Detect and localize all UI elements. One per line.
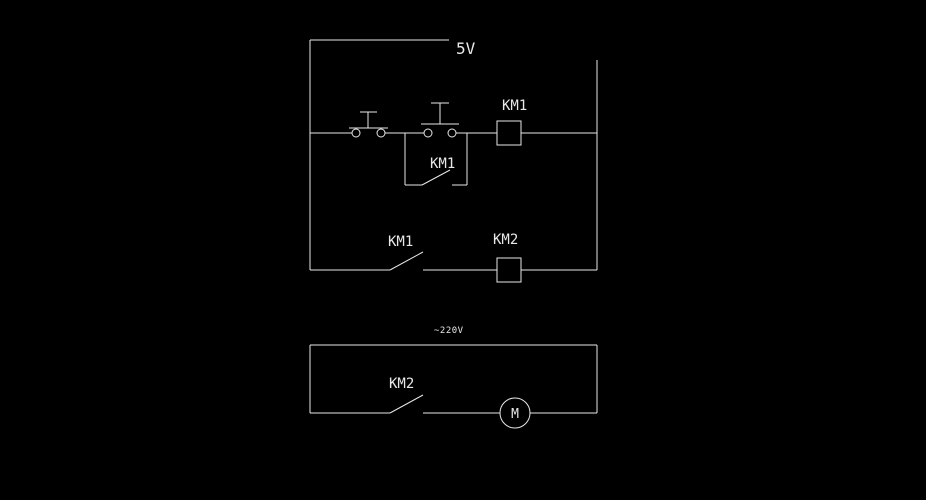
km2-coil-label: KM2 (493, 232, 518, 248)
km1-aux-contact-label: KM1 (430, 156, 455, 172)
control-circuit: 5V (309, 39, 598, 283)
km1-coil-box (496, 120, 522, 146)
km1-coil-label: KM1 (502, 98, 527, 114)
km2-no-contact-blade (389, 394, 424, 414)
start-pushbutton-no (421, 102, 459, 138)
stop-pushbutton-nc (349, 111, 388, 138)
contact-terminal (423, 128, 433, 138)
km2-coil-box (496, 257, 522, 283)
km2-no-contact: KM2 (310, 376, 500, 414)
contact-terminal (351, 128, 361, 138)
motor: M (499, 397, 531, 429)
km1-aux-contact-blade (421, 169, 451, 186)
power-circuit: ~220V KM2 M (309, 326, 598, 429)
control-supply-voltage-label: 5V (456, 39, 476, 58)
km1-no-contact-label: KM1 (388, 234, 413, 250)
power-supply-voltage-label: ~220V (434, 326, 464, 336)
contact-terminal (376, 128, 386, 138)
km1-aux-contact-branch: KM1 (404, 133, 468, 186)
contact-terminal (447, 128, 457, 138)
motor-label: M (511, 407, 519, 422)
km2-no-contact-label: KM2 (389, 376, 414, 392)
km2-coil-row: KM1 KM2 (310, 232, 597, 283)
km1-coil: KM1 (496, 98, 527, 146)
km1-no-contact-blade (389, 251, 424, 271)
